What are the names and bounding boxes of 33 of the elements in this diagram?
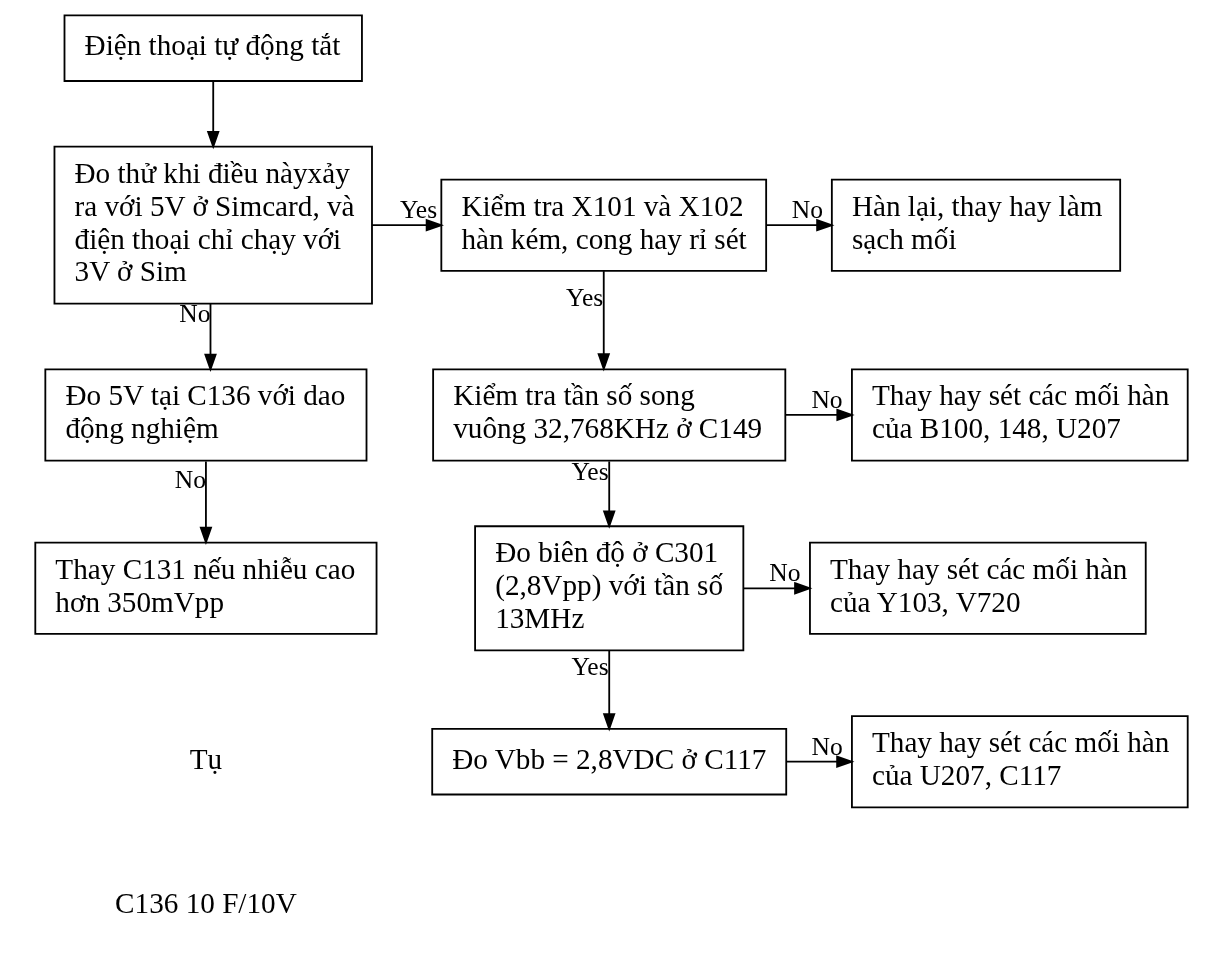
node-box: Đo 5V tại C136 với dao động nghiệm — [44, 368, 368, 462]
edge-label: No — [811, 385, 843, 415]
arrow — [785, 755, 855, 769]
arrow — [371, 218, 444, 232]
arrow — [199, 460, 213, 546]
edge-label: Yes — [399, 195, 438, 225]
node-box: Thay hay sét các mối hàn của B100, 148, U207 — [851, 368, 1189, 462]
edge-label: Yes — [571, 652, 609, 682]
node-box: Thay hay sét các mối hàn của Y103, V720 — [809, 541, 1147, 635]
edge-label: Yes — [566, 282, 604, 312]
arrow — [597, 270, 611, 372]
edge-label: No — [174, 464, 207, 494]
arrow — [742, 581, 813, 595]
edge-label: No — [791, 195, 823, 225]
label: Tụ — [189, 742, 223, 775]
node-box: Điện thoại tự động tắt — [63, 14, 363, 82]
arrow — [204, 303, 217, 372]
arrow — [206, 80, 220, 150]
edge-label: No — [811, 731, 843, 761]
node-box: Đo Vbb = 2,8VDC ở C117 — [431, 727, 788, 796]
node-box: Kiểm tra tần số song vuông 32,768KHz ở C149 — [432, 368, 787, 462]
node-box: Thay hay sét các mối hàn của U207, C117 — [851, 715, 1189, 809]
node-box: Thay C131 nếu nhiễu cao hơn 350mVpp — [34, 541, 378, 635]
edge-label: No — [769, 558, 801, 588]
arrow — [784, 408, 855, 422]
node-box: Đo thử khi điều nàyxảy ra với 5V ở Simcard, và điện thoại chỉ chạy với 3V ở Sim — [53, 145, 373, 305]
arrow — [602, 460, 616, 529]
arrow — [602, 649, 616, 732]
arrow — [765, 218, 835, 232]
node-box: Hàn lại, thay hay làm sạch mối — [830, 178, 1122, 272]
node-box: Đo biên độ ở C301 (2,8Vpp) với tần số 13MHz — [474, 525, 745, 652]
label: C136 10 F/10V — [115, 886, 297, 919]
node-box: Kiểm tra X101 và X102 hàn kém, cong hay rỉ sét — [440, 178, 768, 272]
